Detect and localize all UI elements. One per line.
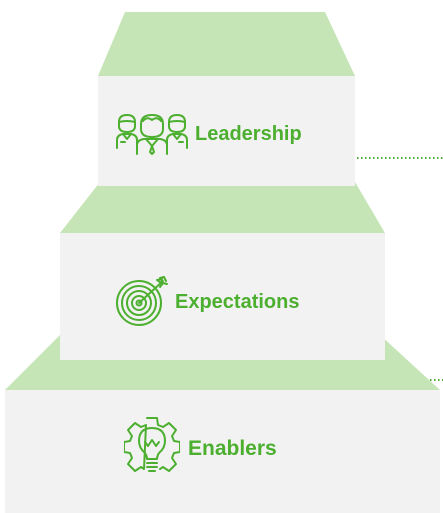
tier-trapezoid-leadership	[98, 12, 355, 76]
tier-label-leadership: Leadership	[115, 112, 302, 156]
gear-lightbulb-icon	[124, 417, 180, 472]
tier-label-enablers: Enablers	[124, 415, 277, 483]
tier-trapezoid-expectations	[60, 182, 385, 233]
tier-label-text-leadership: Leadership	[195, 122, 302, 145]
tier-block-enablers	[5, 390, 440, 513]
target-dart-icon	[116, 276, 168, 326]
tier-label-text-expectations: Expectations	[175, 290, 300, 313]
tier-label-expectations: Expectations	[113, 276, 299, 328]
tier-block-expectations	[60, 233, 385, 360]
tier-label-text-enablers: Enablers	[188, 437, 277, 460]
team-leader-icon	[116, 114, 188, 155]
